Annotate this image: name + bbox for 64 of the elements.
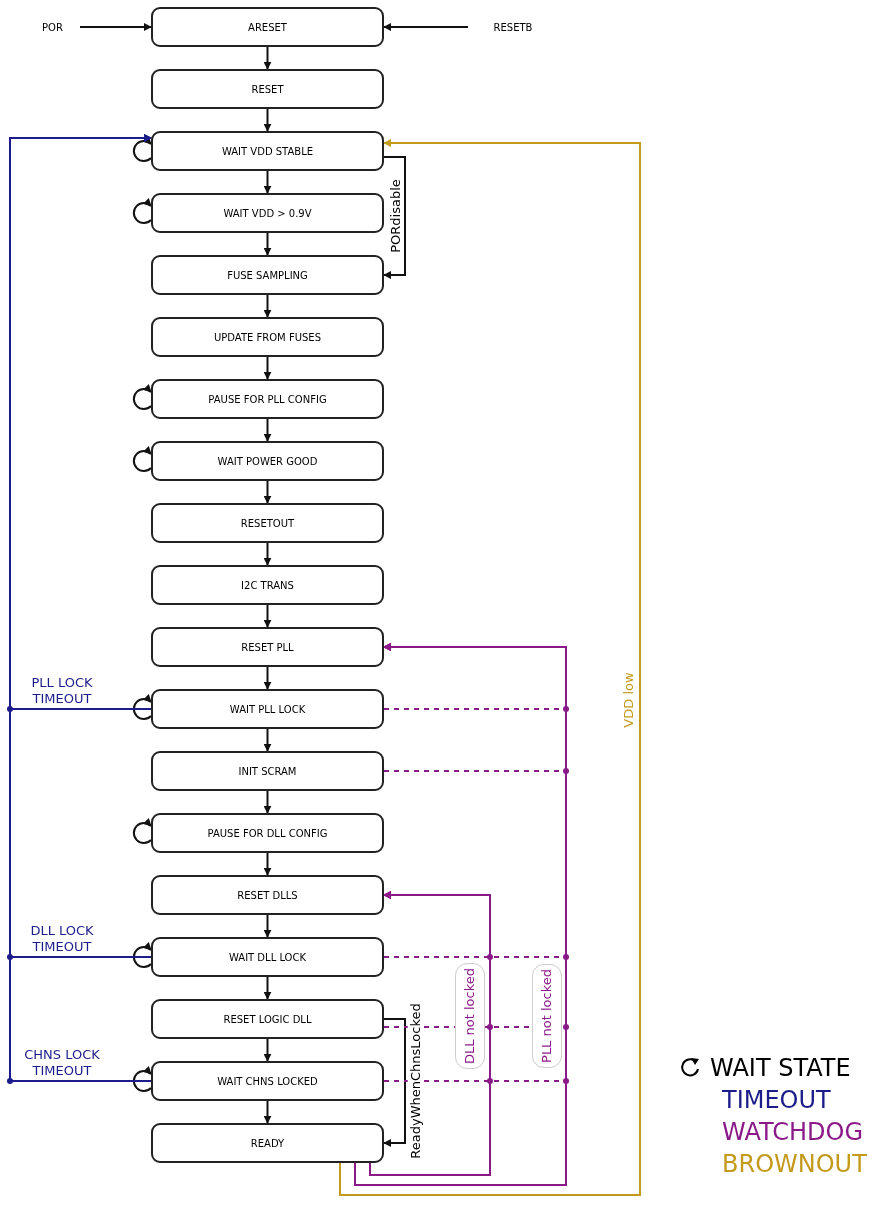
arrow	[263, 356, 272, 380]
arrow	[263, 542, 272, 566]
edge-label: DLL not locked	[455, 962, 486, 1070]
arrow	[263, 480, 272, 504]
arrow	[369, 891, 491, 1176]
loop-arrow	[132, 384, 152, 410]
signal-label: RESETB	[468, 15, 558, 39]
state-box: FUSE SAMPLING	[151, 255, 384, 295]
state-box: RESET LOGIC DLL	[151, 999, 384, 1039]
edge-label: DLL LOCK TIMEOUT	[29, 923, 95, 955]
legend-text: TIMEOUT	[722, 1085, 831, 1116]
arrow	[383, 23, 469, 31]
loop-arrow	[132, 198, 152, 224]
arrow	[354, 643, 567, 1186]
arrow	[263, 170, 272, 194]
arrow	[263, 790, 272, 814]
state-box: RESET PLL	[151, 627, 384, 667]
state-box: RESETOUT	[151, 503, 384, 543]
state-box: WAIT PLL LOCK	[151, 689, 384, 729]
arrow	[263, 852, 272, 876]
arrow	[263, 1038, 272, 1062]
state-box: WAIT CHNS LOCKED	[151, 1061, 384, 1101]
arrow	[263, 108, 272, 132]
legend-text: WAIT STATE	[710, 1053, 851, 1084]
edge-label: PLL not locked	[531, 964, 562, 1068]
state-box: READY	[151, 1123, 384, 1163]
arrow	[263, 1100, 272, 1124]
arrow	[263, 46, 272, 70]
loop-arrow	[132, 1066, 152, 1092]
state-box: UPDATE FROM FUSES	[151, 317, 384, 357]
edge-label: ReadyWhenChnsLocked	[407, 1001, 424, 1161]
state-box: PAUSE FOR DLL CONFIG	[151, 813, 384, 853]
loop-arrow	[132, 446, 152, 472]
arrow	[263, 418, 272, 442]
state-box: WAIT VDD STABLE	[151, 131, 384, 171]
arrow	[263, 666, 272, 690]
arrow	[263, 604, 272, 628]
state-box: WAIT VDD > 0.9V	[151, 193, 384, 233]
arrow	[263, 976, 272, 1000]
arrow	[383, 156, 406, 279]
edge-label: CHNS LOCK TIMEOUT	[23, 1047, 101, 1079]
state-box: WAIT POWER GOOD	[151, 441, 384, 481]
state-box: PAUSE FOR PLL CONFIG	[151, 379, 384, 419]
state-box: RESET DLLS	[151, 875, 384, 915]
state-box: WAIT DLL LOCK	[151, 937, 384, 977]
loop-arrow	[132, 942, 152, 968]
arrow	[339, 139, 641, 1196]
arrow	[263, 232, 272, 256]
arrow	[263, 728, 272, 752]
edge-label: PLL LOCK TIMEOUT	[30, 675, 94, 707]
signal-label: POR	[25, 15, 80, 39]
arrow	[263, 914, 272, 938]
loop-arrow	[132, 136, 152, 162]
state-box: INIT SCRAM	[151, 751, 384, 791]
loop-arrow	[132, 694, 152, 720]
state-box: I2C TRANS	[151, 565, 384, 605]
arrow	[383, 1018, 406, 1147]
legend-text: BROWNOUT	[722, 1149, 867, 1180]
loop-arrow	[132, 818, 152, 844]
state-box: RESET	[151, 69, 384, 109]
arrow	[79, 23, 152, 31]
legend-text: WATCHDOG	[722, 1117, 863, 1148]
arrow	[263, 294, 272, 318]
state-box: ARESET	[151, 7, 384, 47]
